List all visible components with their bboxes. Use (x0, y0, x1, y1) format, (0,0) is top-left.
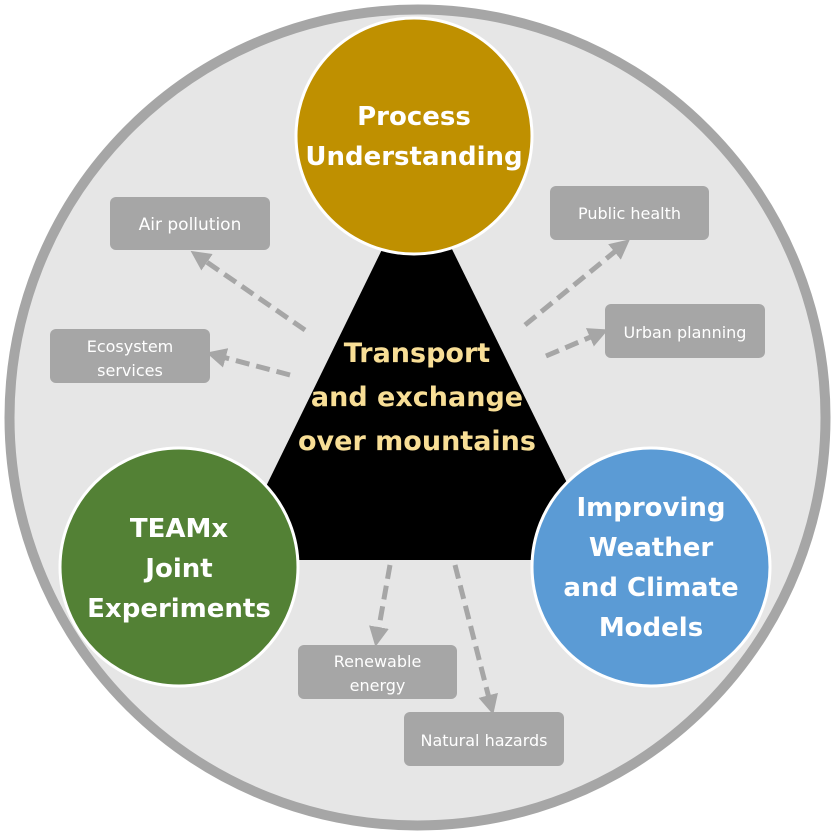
arrow-renewable-energy (369, 564, 393, 647)
process-line-1: Understanding (305, 142, 522, 172)
application-boxes: Air pollution Ecosystem services Public … (50, 186, 765, 766)
models-line-1: Weather (589, 533, 714, 563)
center-line-0: Transport (344, 338, 490, 369)
box-public-health: Public health (550, 186, 709, 240)
arrow-ecosystem-services (206, 348, 291, 378)
box-urban-planning-rect (605, 304, 765, 358)
box-renewable-energy-line-0: Renewable (334, 652, 422, 671)
box-natural-hazards-line-0: Natural hazards (420, 731, 547, 750)
box-public-health-rect (550, 186, 709, 240)
box-natural-hazards: Natural hazards (404, 712, 564, 766)
teamx-line-0: TEAMx (130, 514, 228, 544)
box-air-pollution: Air pollution (110, 197, 270, 250)
box-ecosystem-services-line-0: Ecosystem (87, 337, 174, 356)
center-line-2: over mountains (298, 426, 536, 457)
arrow-natural-hazards (452, 564, 498, 715)
box-public-health-line-0: Public health (578, 204, 681, 223)
box-ecosystem-services: Ecosystem services (50, 329, 210, 383)
node-models: Improving Weather and Climate Models (530, 446, 772, 688)
center-text: Transport and exchange over mountains (298, 338, 536, 457)
node-process-understanding: Process Understanding (294, 16, 534, 256)
arrow-urban-planning (545, 328, 609, 359)
central-triangle (230, 178, 605, 560)
arrow-public-health (523, 239, 630, 327)
box-urban-planning: Urban planning (605, 304, 765, 358)
center-line-1: and exchange (311, 382, 523, 413)
models-line-3: Models (599, 613, 703, 643)
process-circle (294, 16, 534, 256)
box-air-pollution-line-0: Air pollution (139, 215, 242, 235)
models-line-0: Improving (576, 493, 725, 523)
teamx-circle (58, 446, 300, 688)
box-urban-planning-line-0: Urban planning (624, 323, 747, 342)
arrows (190, 239, 630, 715)
teamx-line-1: Joint (143, 554, 212, 584)
box-ecosystem-services-line-1: services (97, 361, 163, 380)
process-line-0: Process (357, 102, 471, 132)
box-renewable-energy-rect (298, 645, 457, 699)
box-air-pollution-rect (110, 197, 270, 250)
arrow-air-pollution (190, 250, 307, 333)
box-renewable-energy: Renewable energy (298, 645, 457, 699)
node-teamx: TEAMx Joint Experiments (58, 446, 300, 688)
teamx-line-2: Experiments (87, 594, 271, 624)
box-natural-hazards-rect (404, 712, 564, 766)
box-renewable-energy-line-1: energy (350, 676, 406, 695)
models-circle (530, 446, 772, 688)
models-line-2: and Climate (563, 573, 738, 603)
box-ecosystem-services-rect (50, 329, 210, 383)
